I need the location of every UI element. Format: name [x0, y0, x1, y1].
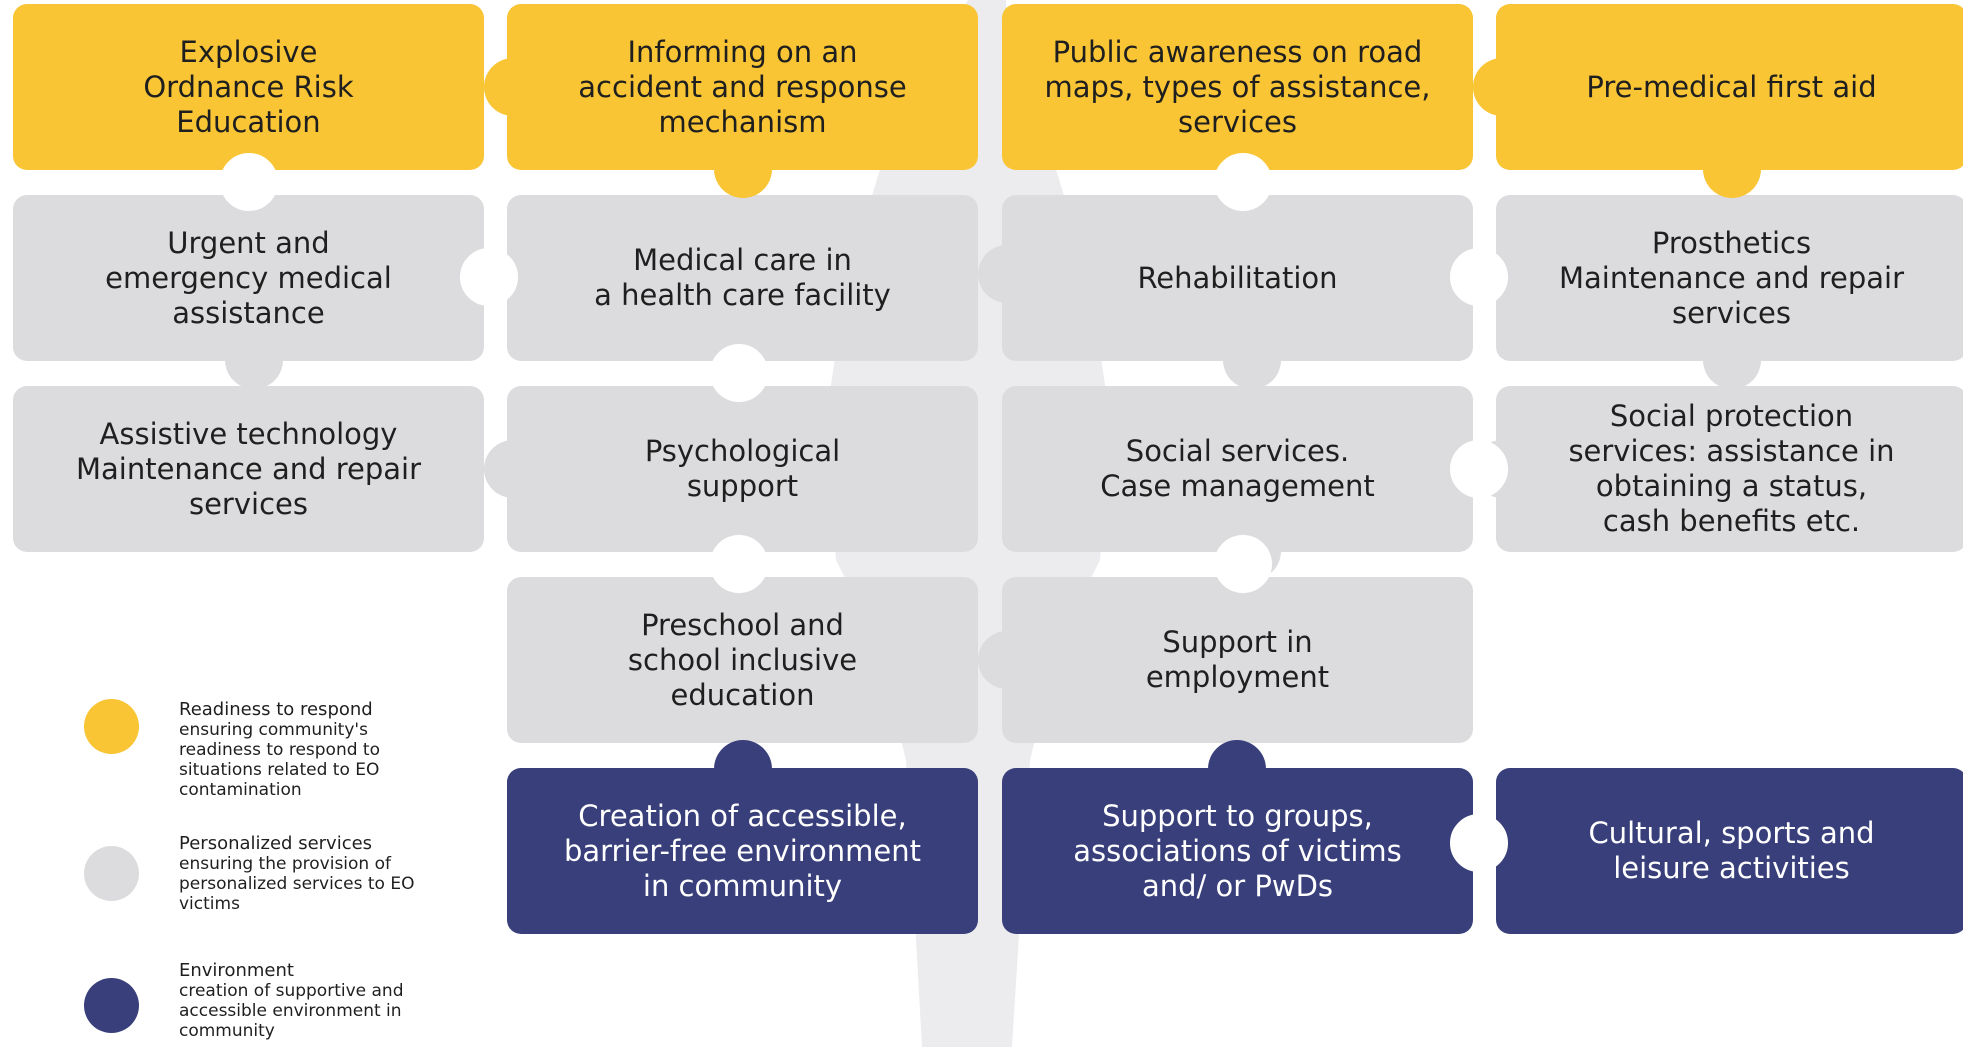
puzzle-tab — [714, 140, 772, 198]
legend-personalized-desc: ensuring the provision of personalized s… — [179, 854, 415, 914]
puzzle-tab — [714, 740, 772, 798]
puzzle-hole — [220, 153, 278, 211]
tile-label: Rehabilitation — [1137, 260, 1338, 295]
tile-label: Preschool and school inclusive education — [627, 607, 858, 712]
tile-social-protection-services: Social protection services: assistance i… — [1496, 386, 1963, 552]
legend-dot-readiness — [84, 699, 139, 754]
puzzle-tab — [484, 440, 542, 498]
tile-social-services-case-management: Social services. Case management — [1002, 386, 1473, 552]
legend-environment-title: Environment — [179, 960, 294, 981]
puzzle-tab — [978, 631, 1036, 689]
legend-dot-personalized — [84, 846, 139, 901]
puzzle-tab — [1703, 140, 1761, 198]
tile-psychological-support: Psychological support — [507, 386, 978, 552]
tile-label: Explosive Ordnance Risk Education — [143, 34, 354, 139]
tile-label: Public awareness on road maps, types of … — [1044, 34, 1431, 139]
tile-label: Support to groups, associations of victi… — [1073, 798, 1402, 903]
tile-medical-care-facility: Medical care in a health care facility — [507, 195, 978, 361]
tile-label: Social protection services: assistance i… — [1568, 399, 1895, 538]
puzzle-hole — [1450, 440, 1508, 498]
puzzle-hole — [460, 248, 518, 306]
tile-label: Prosthetics Maintenance and repair servi… — [1558, 225, 1905, 330]
puzzle-hole — [1450, 248, 1508, 306]
tile-informing-on-accident: Informing on an accident and response me… — [507, 4, 978, 170]
tile-label: Support in employment — [1145, 625, 1330, 694]
legend-readiness-title: Readiness to respond — [179, 699, 373, 720]
tile-public-awareness: Public awareness on road maps, types of … — [1002, 4, 1473, 170]
legend-environment-desc: creation of supportive and accessible en… — [179, 981, 404, 1041]
puzzle-tab — [1473, 58, 1531, 116]
legend-readiness-desc: ensuring community's readiness to respon… — [179, 720, 380, 800]
legend-readiness: Readiness to respond ensuring community'… — [179, 699, 439, 801]
puzzle-hole — [710, 535, 768, 593]
puzzle-tab — [1703, 331, 1761, 389]
tile-label: Social services. Case management — [1100, 434, 1375, 503]
puzzle-tab — [1208, 740, 1266, 798]
tile-label: Assistive technology Maintenance and rep… — [75, 416, 422, 521]
puzzle-tab — [978, 245, 1036, 303]
puzzle-tab — [225, 331, 283, 389]
puzzle-hole — [1450, 814, 1508, 872]
puzzle-hole — [1214, 153, 1272, 211]
legend-personalized: Personalized services ensuring the provi… — [179, 833, 439, 915]
tile-label: Cultural, sports and leisure activities — [1588, 816, 1875, 885]
puzzle-tab — [484, 58, 542, 116]
tile-label: Pre-medical first aid — [1586, 69, 1877, 104]
tile-cultural-sports-leisure: Cultural, sports and leisure activities — [1496, 768, 1963, 934]
puzzle-hole — [1214, 535, 1272, 593]
legend-dot-environment — [84, 978, 139, 1033]
tile-inclusive-education: Preschool and school inclusive education — [507, 577, 978, 743]
tile-support-in-employment: Support in employment — [1002, 577, 1473, 743]
puzzle-hole — [710, 344, 768, 402]
tile-assistive-technology: Assistive technology Maintenance and rep… — [13, 386, 484, 552]
tile-label: Psychological support — [644, 434, 841, 503]
tile-label: Medical care in a health care facility — [594, 243, 891, 312]
tile-label: Informing on an accident and response me… — [578, 34, 907, 139]
tile-explosive-ordnance-risk-education: Explosive Ordnance Risk Education — [13, 4, 484, 170]
legend-environment: Environment creation of supportive and a… — [179, 960, 439, 1042]
tile-label: Creation of accessible, barrier-free env… — [563, 798, 922, 903]
legend-personalized-title: Personalized services — [179, 833, 373, 854]
puzzle-tab — [1223, 331, 1281, 389]
tile-label: Urgent and emergency medical assistance — [105, 225, 392, 330]
tile-rehabilitation: Rehabilitation — [1002, 195, 1473, 361]
